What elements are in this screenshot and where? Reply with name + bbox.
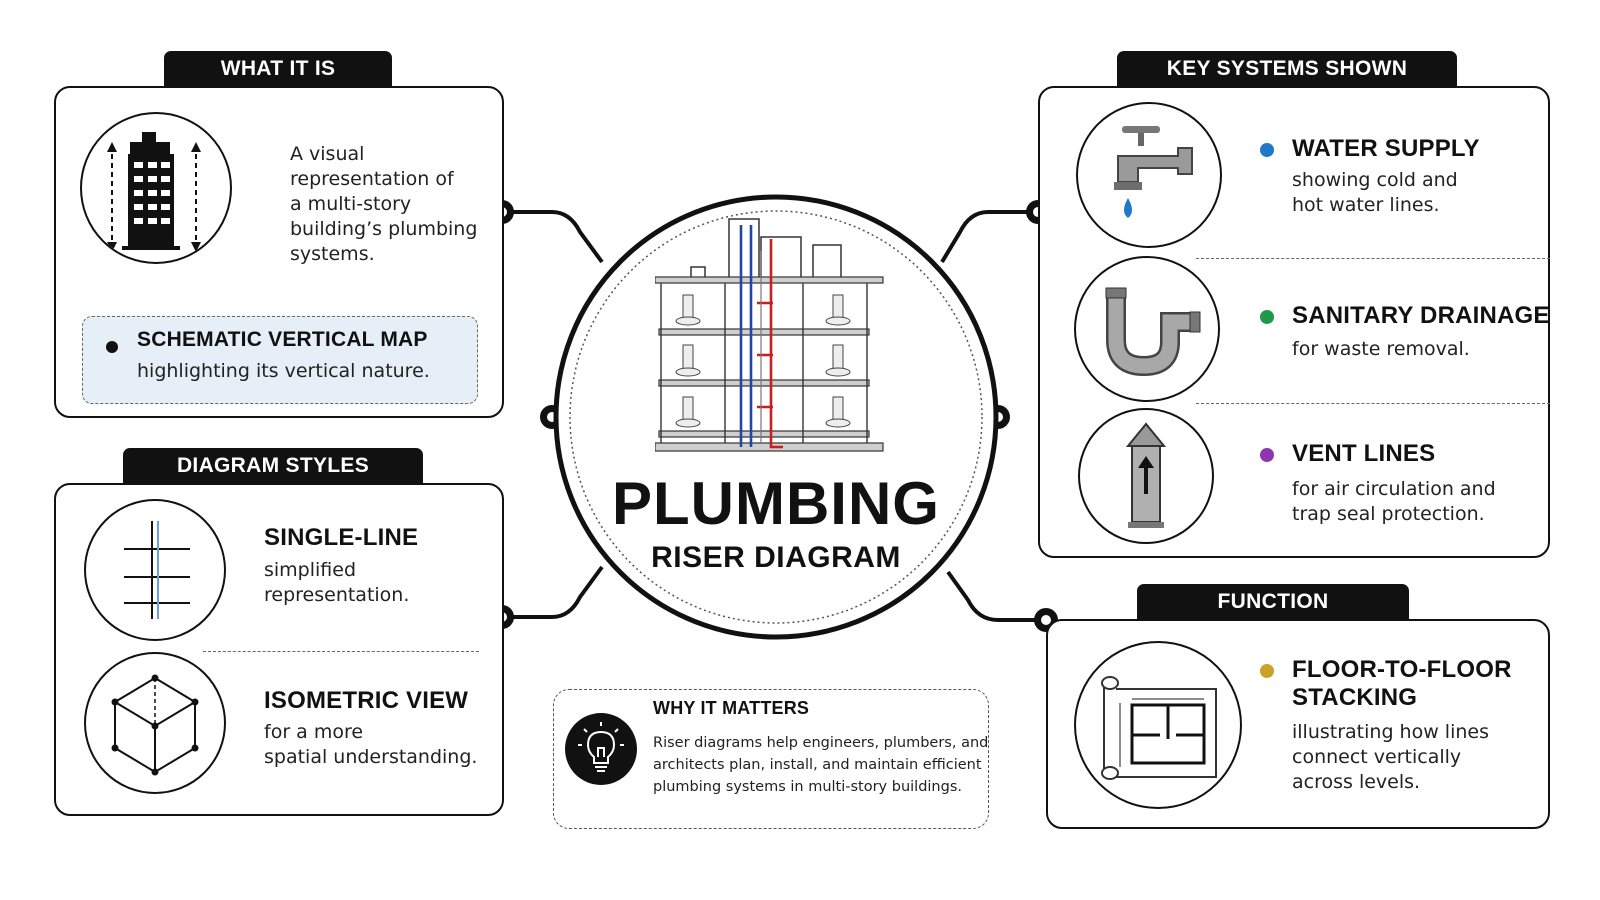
key-systems-divider-1 [1196, 258, 1550, 259]
key-systems-divider-2 [1196, 403, 1550, 404]
vent-lines-title: VENT LINES [1292, 440, 1436, 467]
function-text: illustrating how lines connect verticall… [1292, 720, 1489, 795]
text-line: for a more [264, 721, 364, 743]
connector-diagram-styles [502, 565, 604, 619]
water-supply-title: WATER SUPPLY [1292, 135, 1480, 162]
description-line: systems. [290, 243, 375, 265]
center-title: PLUMBING [612, 470, 940, 537]
single-line-icon [124, 521, 190, 619]
connector-what-it-is [502, 210, 604, 264]
vent-lines-text: for air circulation and trap seal protec… [1292, 477, 1496, 527]
text-line: across levels. [1292, 771, 1421, 793]
schematic-highlight-box: SCHEMATIC VERTICAL MAP highlighting its … [82, 316, 478, 404]
why-it-matters-text: Riser diagrams help engineers, plumbers,… [653, 732, 988, 798]
title-line: FLOOR-TO-FLOOR [1292, 656, 1512, 683]
description-line: A visual [290, 143, 365, 165]
sanitary-drainage-dot [1260, 310, 1274, 324]
text-line: connect vertically [1292, 746, 1462, 768]
sanitary-drainage-text: for waste removal. [1292, 337, 1470, 362]
bullet-dot [106, 341, 118, 353]
key-systems-tab: KEY SYSTEMS SHOWN [1117, 51, 1457, 87]
function-tab: FUNCTION [1137, 584, 1409, 620]
isometric-icon-ring [84, 652, 226, 794]
water-supply-dot [1260, 143, 1274, 157]
single-line-icon-ring [84, 499, 226, 641]
sanitary-icon-ring [1074, 256, 1220, 402]
isometric-text: for a more spatial understanding. [264, 720, 477, 770]
what-it-is-description: A visual representation of a multi-story… [290, 142, 490, 267]
description-line: building’s plumbing [290, 218, 478, 240]
blueprint-icon [1101, 676, 1217, 780]
lightbulb-icon [565, 713, 637, 785]
building-icon [107, 132, 201, 252]
center-hub [553, 194, 999, 640]
description-line: a multi-story [290, 193, 412, 215]
text-line: spatial understanding. [264, 746, 478, 768]
text-line: for waste removal. [1292, 338, 1470, 360]
single-line-text: simplified representation. [264, 558, 409, 608]
function-title: FLOOR-TO-FLOOR STACKING [1292, 656, 1512, 712]
function-dot [1260, 664, 1274, 678]
text-line: illustrating how lines [1292, 721, 1489, 743]
vent-lines-icon-ring [1078, 408, 1214, 544]
isometric-title: ISOMETRIC VIEW [264, 687, 469, 714]
center-subtitle: RISER DIAGRAM [651, 541, 901, 574]
what-it-is-icon-ring [80, 112, 232, 264]
why-it-matters-box: WHY IT MATTERS Riser diagrams help engin… [553, 689, 989, 829]
text-line: representation. [264, 584, 410, 606]
text-line: plumbing systems in multi-story building… [653, 779, 962, 795]
vent-pipe-icon [1125, 422, 1167, 528]
single-line-title: SINGLE-LINE [264, 524, 419, 551]
text-line: Riser diagrams help engineers, plumbers,… [653, 735, 989, 751]
faucet-icon [1114, 126, 1193, 218]
isometric-cube-icon [111, 674, 199, 776]
riser-building-illustration [655, 218, 884, 452]
text-line: for air circulation and [1292, 478, 1496, 500]
water-supply-icon-ring [1076, 102, 1222, 248]
why-it-matters-title: WHY IT MATTERS [653, 698, 810, 718]
text-line: architects plan, install, and maintain e… [653, 757, 982, 773]
text-line: showing cold and [1292, 169, 1458, 191]
vent-lines-dot [1260, 448, 1274, 462]
what-it-is-tab: WHAT IT IS [164, 51, 392, 87]
text-line: simplified [264, 559, 357, 581]
diagram-styles-divider [203, 651, 479, 652]
description-line: representation of [290, 168, 454, 190]
sanitary-drainage-title: SANITARY DRAINAGE [1292, 302, 1550, 329]
title-line: STACKING [1292, 684, 1418, 711]
schematic-title: SCHEMATIC VERTICAL MAP [137, 328, 428, 351]
connector-key-systems [940, 210, 1038, 264]
center-ring [553, 194, 999, 640]
text-line: hot water lines. [1292, 194, 1440, 216]
text-line: trap seal protection. [1292, 503, 1485, 525]
p-trap-icon [1105, 287, 1201, 377]
connector-function [946, 570, 1046, 622]
function-icon-ring [1074, 641, 1242, 809]
water-supply-text: showing cold and hot water lines. [1292, 168, 1458, 218]
diagram-styles-tab: DIAGRAM STYLES [123, 448, 423, 484]
schematic-text: highlighting its vertical nature. [137, 360, 430, 382]
